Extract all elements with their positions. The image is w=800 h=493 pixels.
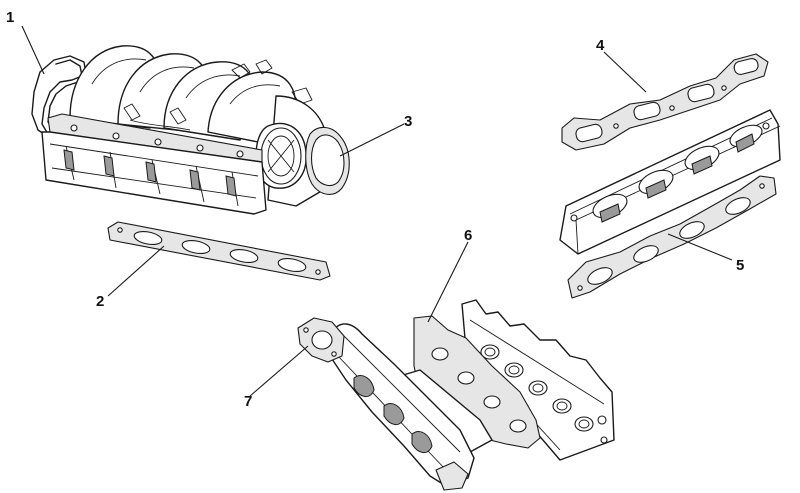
exhaust-outlet-flange	[297, 317, 345, 363]
leader-lines	[21, 25, 733, 397]
exhaust-manifold-gasket-lower	[567, 175, 777, 299]
exhaust-manifold-gasket-upper	[561, 53, 769, 151]
intake-manifold-seal-loop	[31, 55, 87, 139]
cylinder-head	[461, 299, 615, 461]
intake-manifold-gasket	[107, 221, 331, 281]
leader-4	[603, 51, 647, 93]
callout-4: 4	[596, 37, 605, 54]
throttle-body-gasket	[305, 126, 350, 195]
intake-manifold	[41, 45, 331, 215]
callout-labels: 1 2 3 4 5 6 7	[6, 9, 744, 410]
leader-5	[667, 233, 733, 261]
leader-2	[107, 245, 165, 297]
leader-3	[339, 123, 405, 157]
leader-1	[21, 25, 45, 75]
leader-6	[427, 241, 469, 323]
callout-6: 6	[464, 227, 472, 244]
exhaust-port-spacer	[559, 109, 781, 255]
exhaust-manifold	[329, 323, 475, 491]
callout-5: 5	[736, 257, 744, 274]
callout-2: 2	[96, 293, 104, 310]
callout-3: 3	[404, 113, 412, 130]
leader-7	[249, 345, 309, 397]
callout-1: 1	[6, 9, 14, 26]
callout-7: 7	[244, 393, 252, 410]
